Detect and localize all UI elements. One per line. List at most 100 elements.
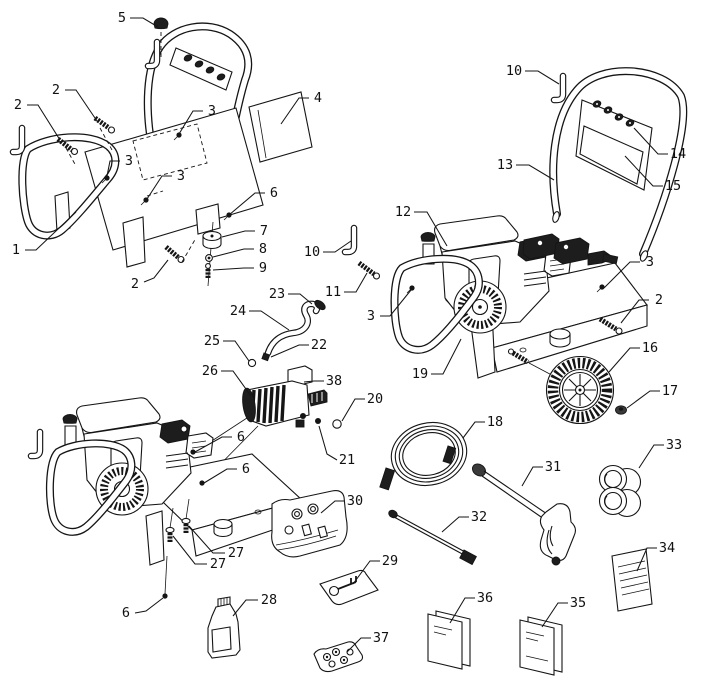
- callout-label-7: 7: [260, 223, 268, 239]
- callout-label-29: 29: [382, 553, 398, 569]
- nozzle-kit-bag: [313, 641, 364, 673]
- callout-label-1: 1: [12, 242, 20, 258]
- callout-label-12: 12: [395, 204, 411, 220]
- callout-label-34: 34: [659, 540, 675, 556]
- decal-sheet: [611, 548, 653, 612]
- leader-line: [203, 468, 237, 484]
- callout-label-10: 10: [304, 244, 320, 260]
- screw-part: [162, 449, 205, 599]
- callout-label-4: 4: [314, 90, 322, 106]
- callout-label-30: 30: [347, 493, 363, 509]
- callout-label-2: 2: [52, 82, 60, 98]
- callout-label-3: 3: [208, 103, 216, 119]
- callout-label-28: 28: [261, 592, 277, 608]
- callout-label-15: 15: [665, 178, 681, 194]
- callout-label-3: 3: [367, 308, 375, 324]
- complete-unit-drawing: [345, 67, 688, 424]
- wheel-drawing: [547, 357, 614, 424]
- leader-line: [624, 155, 663, 187]
- oil-bottle: [207, 596, 241, 659]
- callout-label-25: 25: [204, 333, 220, 349]
- plug-part: [315, 418, 321, 424]
- leader-line: [462, 421, 485, 439]
- leader-line: [228, 192, 265, 216]
- callout-label-3: 3: [125, 153, 133, 169]
- leader-line: [441, 516, 469, 533]
- leader-line: [221, 370, 252, 397]
- leader-line: [27, 104, 61, 141]
- callout-label-26: 26: [202, 363, 218, 379]
- retainer-ring: [247, 358, 257, 368]
- leader-line: [270, 344, 309, 358]
- callout-label-24: 24: [230, 303, 246, 319]
- callout-label-2: 2: [14, 97, 22, 113]
- leader-line: [608, 347, 640, 373]
- leader-line: [633, 127, 668, 155]
- leader-line: [303, 380, 324, 383]
- leader-line: [232, 599, 258, 617]
- pump-detail-drawing: [171, 299, 342, 498]
- leader-line: [620, 299, 649, 324]
- engine-base-assembly-drawing: [31, 398, 304, 599]
- callout-label-36: 36: [477, 590, 493, 606]
- leader-line: [188, 525, 225, 554]
- hook-pin: [554, 76, 563, 100]
- o-ring: [332, 419, 342, 429]
- leader-line: [318, 425, 338, 461]
- callout-label-6: 6: [242, 461, 250, 477]
- callout-label-32: 32: [471, 509, 487, 525]
- callout-label-22: 22: [311, 337, 327, 353]
- leader-line: [380, 289, 412, 317]
- foot-stack: [202, 221, 222, 287]
- callout-label-38: 38: [326, 373, 342, 389]
- leader-line: [521, 466, 543, 487]
- callout-label-33: 33: [666, 437, 682, 453]
- callout-label-6: 6: [237, 429, 245, 445]
- panel-grommets: [592, 100, 635, 127]
- chemical-hose: [264, 300, 321, 357]
- frame-assembly-drawing: [13, 17, 313, 287]
- callout-label-3: 3: [177, 168, 185, 184]
- leader-line: [212, 267, 254, 271]
- hook-pin: [13, 128, 22, 152]
- leader-line: [143, 259, 169, 283]
- leader-line: [25, 211, 77, 251]
- leader-line: [636, 547, 657, 572]
- leader-line: [221, 230, 255, 238]
- leader-line: [106, 160, 120, 177]
- hose-coil: [390, 421, 468, 487]
- leader-line: [288, 293, 313, 305]
- callout-label-13: 13: [497, 157, 513, 173]
- spray-gun: [472, 463, 577, 566]
- leader-line: [65, 89, 98, 122]
- leader-line: [212, 248, 254, 258]
- callout-label-20: 20: [367, 391, 383, 407]
- callout-label-37: 37: [373, 630, 389, 646]
- panel-holes: [183, 54, 226, 81]
- leader-line: [603, 261, 640, 289]
- hook-pin: [345, 228, 354, 252]
- callout-label-6: 6: [122, 605, 130, 621]
- callout-label-17: 17: [662, 383, 678, 399]
- callout-label-8: 8: [259, 241, 267, 257]
- leader-line: [172, 535, 207, 565]
- leader-line: [341, 398, 365, 422]
- pump-assembly: [242, 365, 328, 428]
- key-kit-bag: [319, 569, 379, 606]
- callout-label-2: 2: [655, 292, 663, 308]
- callout-label-31: 31: [545, 459, 561, 475]
- accessories-drawing: [207, 421, 653, 676]
- nozzle-holder: [598, 464, 642, 518]
- callout-label-27: 27: [210, 556, 226, 572]
- callout-label-9: 9: [259, 260, 267, 276]
- decal-sheet: [248, 91, 313, 163]
- screw-part: [406, 284, 605, 294]
- bolt-part: [357, 260, 623, 335]
- handle-panel: [575, 99, 653, 191]
- leader-line: [516, 164, 555, 181]
- leader-line: [194, 436, 232, 453]
- axle-nut: [615, 405, 627, 415]
- leader-line: [449, 597, 475, 624]
- callout-label-11: 11: [325, 284, 341, 300]
